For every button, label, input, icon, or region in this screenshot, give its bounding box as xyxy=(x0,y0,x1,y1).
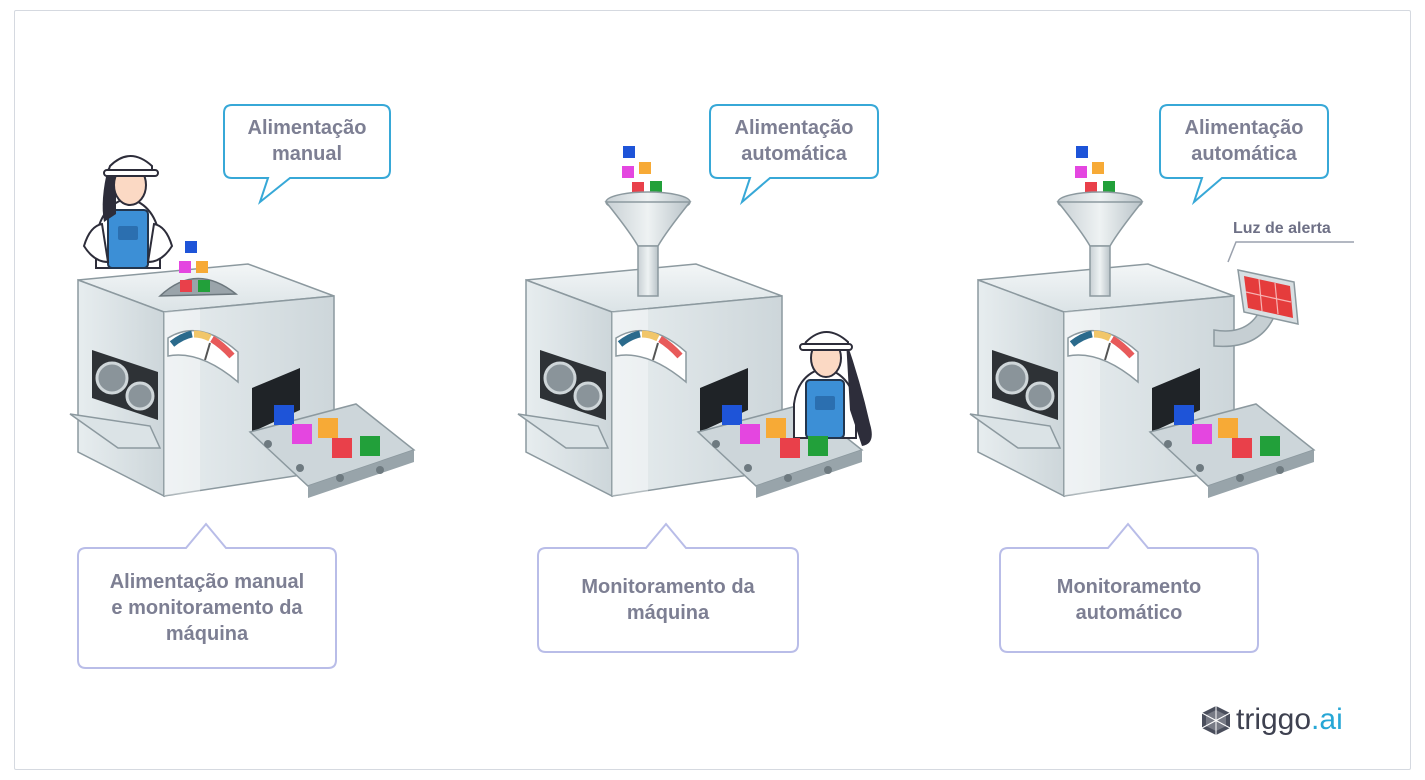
machine-1 xyxy=(69,263,416,498)
speech-text-1: Alimentação manual xyxy=(247,117,367,165)
machine-2 xyxy=(517,191,864,498)
cubes-belt-1 xyxy=(274,405,380,458)
alert-light xyxy=(1213,269,1299,348)
cubes-belt-3 xyxy=(1174,405,1280,458)
caption-text-2: Monitoramento da máquina xyxy=(581,576,755,624)
speech-bubble-3 xyxy=(1159,104,1329,206)
panel-3 xyxy=(969,104,1354,653)
cubes-top-1 xyxy=(179,241,210,292)
alert-leader-line xyxy=(1227,241,1354,263)
caption-text-3: Monitoramento automático xyxy=(1056,576,1202,624)
speech-text-3: Alimentação automática xyxy=(1184,117,1304,165)
triggo-logo: triggo.ai xyxy=(1236,700,1343,740)
caption-box-1 xyxy=(77,522,337,669)
machine-3 xyxy=(969,191,1316,498)
logo-suffix: .ai xyxy=(1311,703,1343,736)
cubes-top-3 xyxy=(1075,146,1115,194)
alert-light-label: Luz de alerta xyxy=(1233,220,1331,237)
triggo-logo-mark xyxy=(1201,706,1231,735)
panel-2 xyxy=(517,104,879,653)
speech-bubble-2 xyxy=(709,104,879,206)
panel-1 xyxy=(69,104,416,669)
worker-2 xyxy=(793,331,872,446)
speech-bubble-1 xyxy=(223,104,391,205)
caption-text-1: Alimentação manual e monitoramento da má… xyxy=(109,571,305,645)
cubes-belt-2 xyxy=(722,405,828,458)
worker-1 xyxy=(82,155,174,269)
speech-text-2: Alimentação automática xyxy=(734,117,854,165)
cubes-top-2 xyxy=(622,146,662,194)
caption-box-3 xyxy=(999,522,1259,653)
caption-box-2 xyxy=(537,522,799,653)
logo-name: triggo xyxy=(1236,703,1312,736)
